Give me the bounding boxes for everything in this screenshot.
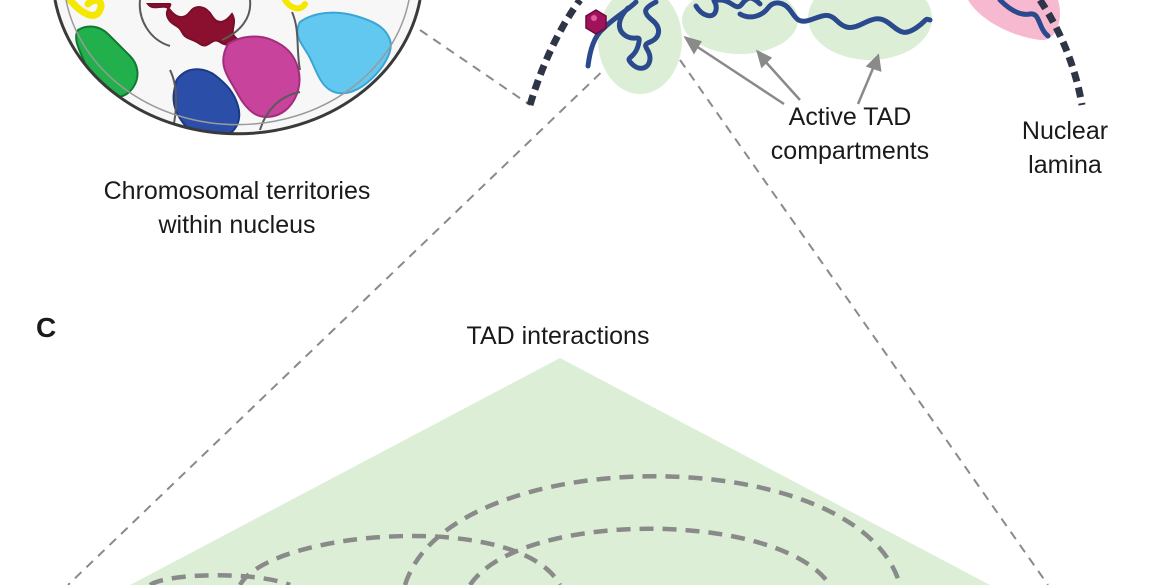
interaction-arc-4 bbox=[468, 526, 832, 585]
boundary-marker-icon bbox=[585, 9, 607, 35]
tad-zone-3 bbox=[808, 0, 932, 60]
territory-magenta bbox=[222, 35, 301, 118]
projection-lines bbox=[67, 29, 1049, 585]
active-tad-caption-line-1: Active TAD bbox=[788, 103, 912, 131]
interaction-arc-3 bbox=[402, 474, 903, 585]
nuclear-lamina-caption-line-1: Nuclear bbox=[1021, 117, 1109, 145]
tad-interactions-title: TAD interactions bbox=[466, 322, 650, 350]
tad-triangle bbox=[130, 358, 990, 585]
nuclear-lamina-caption: Nuclear lamina bbox=[990, 114, 1140, 182]
lamina-zone bbox=[968, 0, 1060, 41]
territory-crimson bbox=[145, 3, 239, 47]
nuclear-lamina-caption-line-2: lamina bbox=[1028, 151, 1102, 179]
territory-yellow-left bbox=[66, 0, 105, 19]
tad-interactions-diagram bbox=[130, 358, 990, 585]
active-tad-caption: Active TAD compartments bbox=[740, 100, 960, 168]
territory-skyblue bbox=[296, 11, 392, 95]
tad-compartments bbox=[585, 0, 1051, 94]
territories-caption-line-1: Chromosomal territories bbox=[103, 177, 371, 205]
nucleus-territories bbox=[53, 0, 422, 136]
nuclear-lamina-arc bbox=[526, 0, 1086, 107]
panel-letter-c: C bbox=[36, 312, 57, 343]
territories-caption-line-2: within nucleus bbox=[158, 211, 316, 239]
interaction-arc-2 bbox=[238, 533, 562, 585]
territory-yellow-center bbox=[282, 0, 308, 12]
territories-caption: Chromosomal territories within nucleus bbox=[62, 174, 412, 242]
active-tad-caption-line-2: compartments bbox=[770, 137, 930, 165]
pointer-arrows bbox=[683, 35, 882, 106]
interaction-arc-1 bbox=[148, 573, 291, 585]
